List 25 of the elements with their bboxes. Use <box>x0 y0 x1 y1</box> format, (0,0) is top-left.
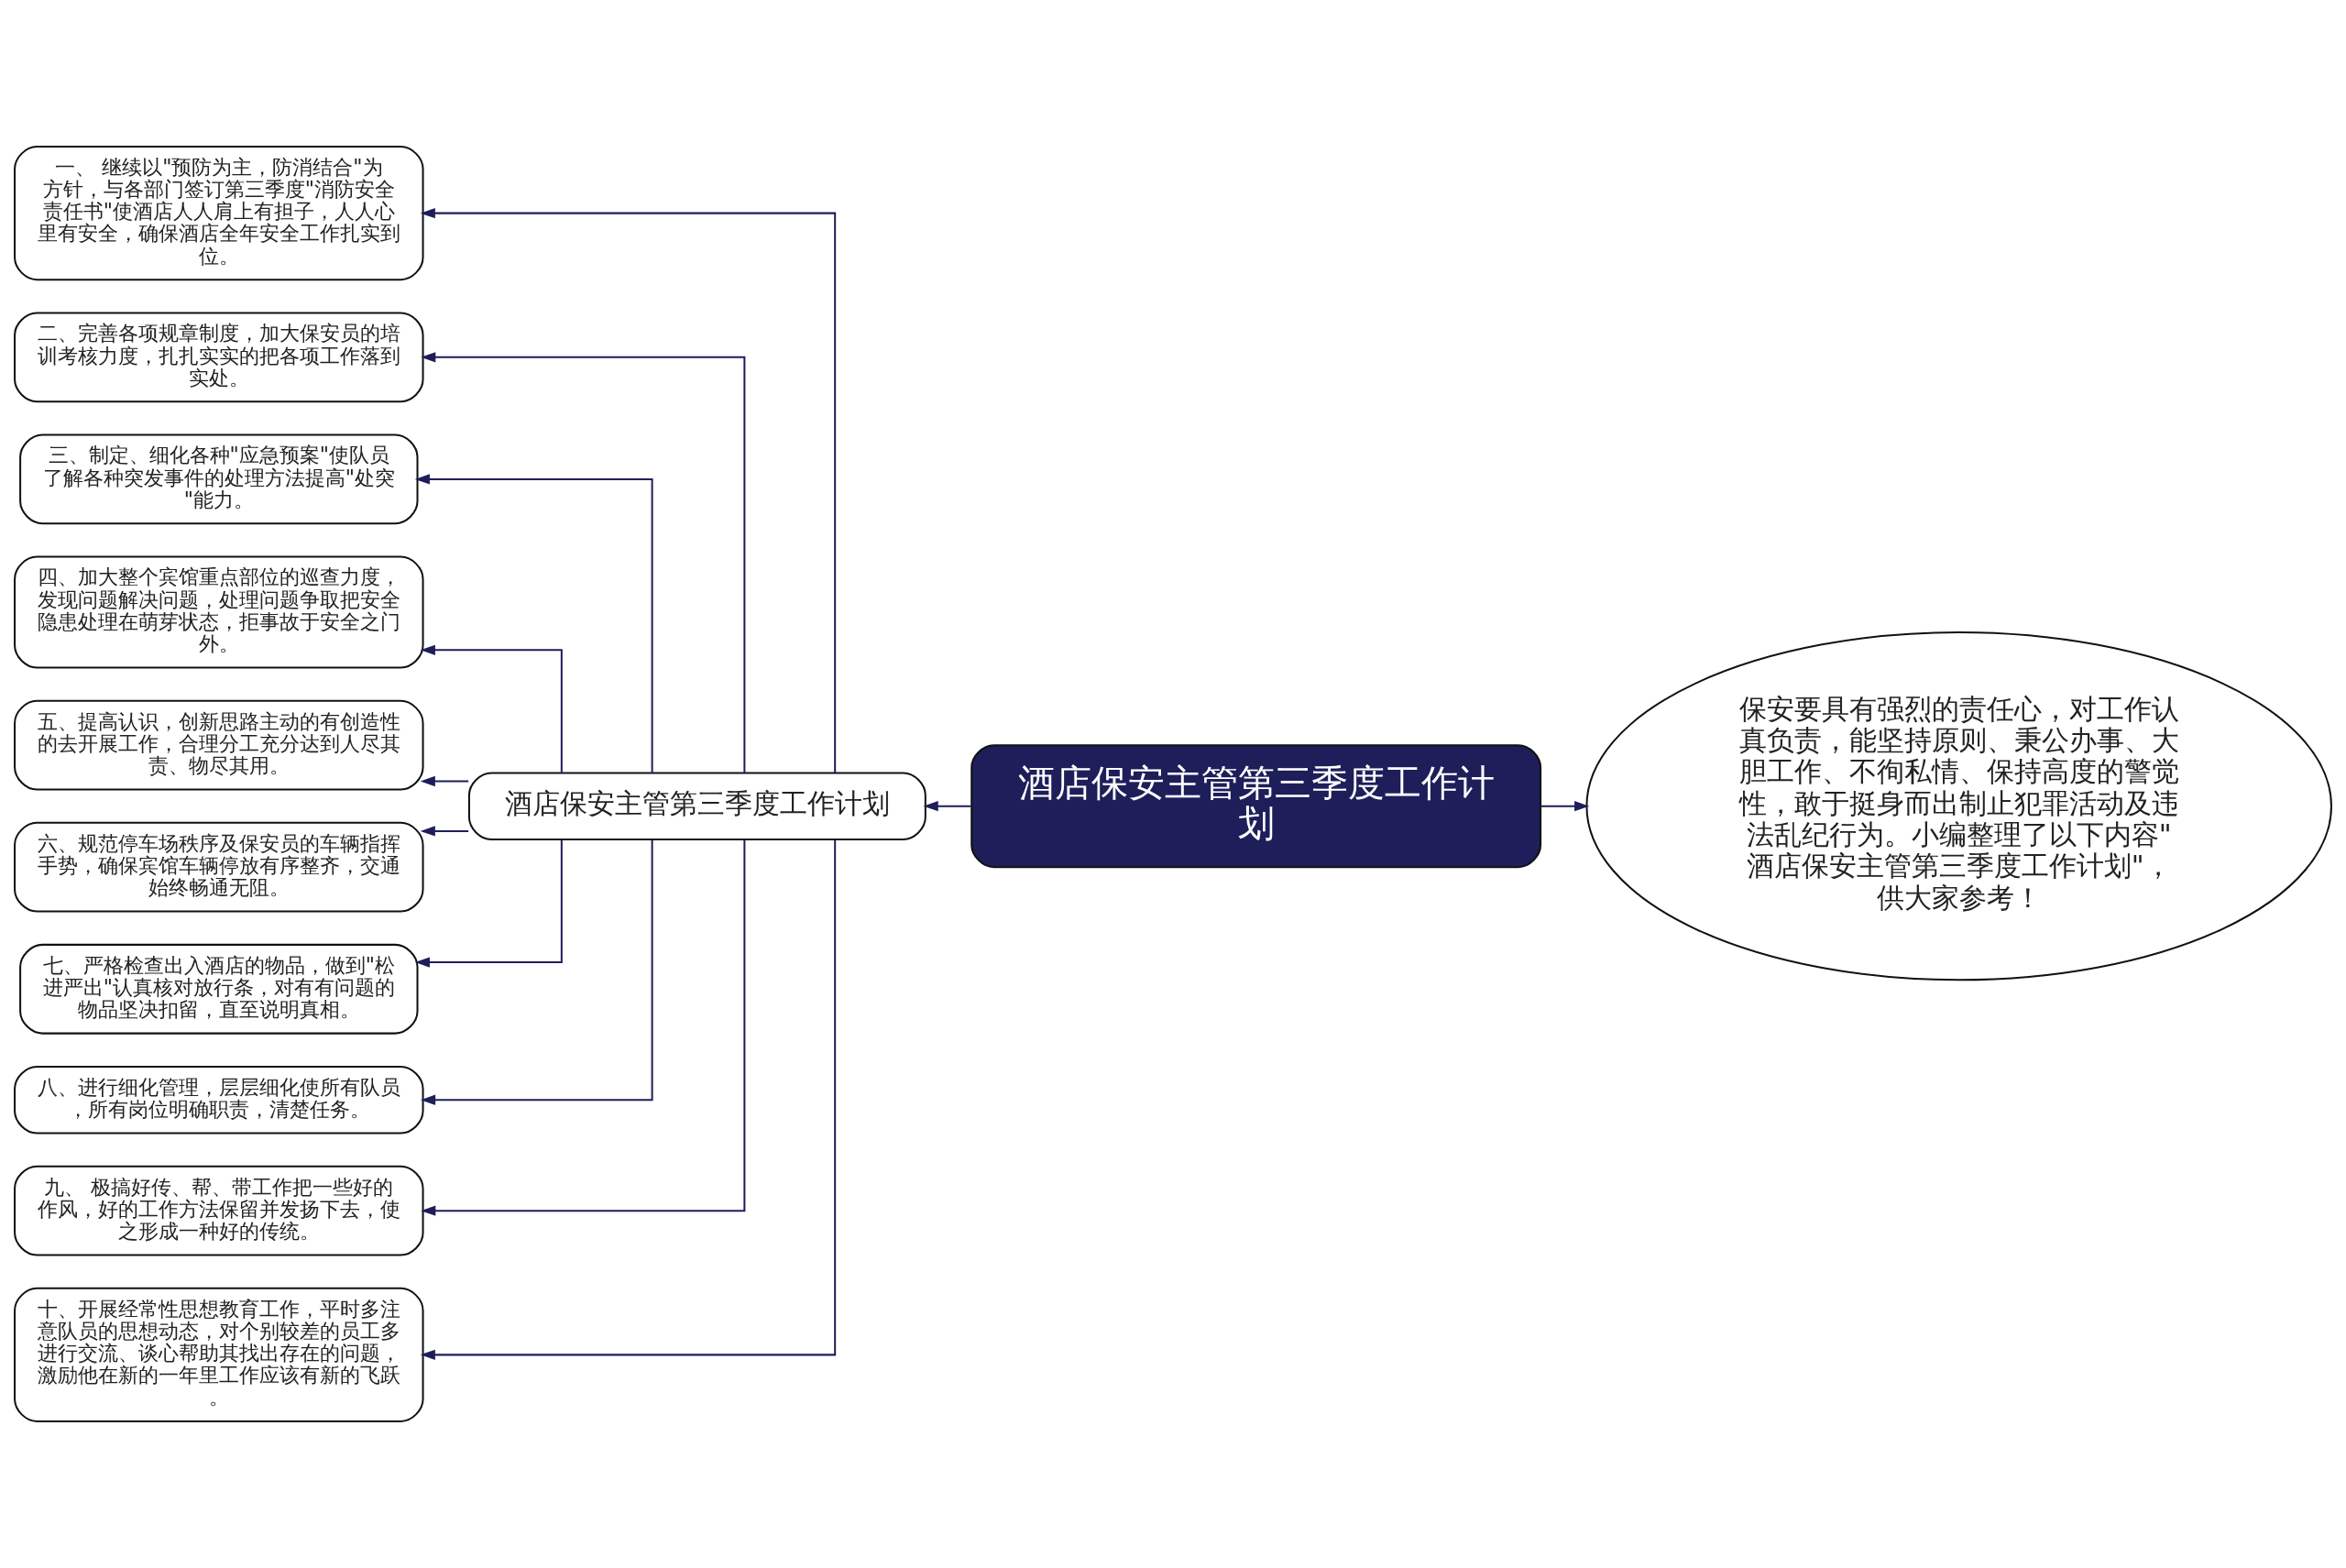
node-box: 酒店保安主管第三季度工作计划 <box>970 744 1542 869</box>
arrow <box>1540 801 1590 812</box>
arrow <box>421 839 746 1216</box>
arrow <box>414 474 653 773</box>
node-box: 四、加大整个宾馆重点部位的巡查力度，发现问题解决问题，处理问题争取把安全隐患处理在萌芽状态，拒事故于安全之门外。 <box>14 555 424 669</box>
node-box: 十、开展经常性思想教育工作，平时多注意队员的思想动态，对个别较差的员工多进行交流、谈心帮助其找出存在的问题，激励他在新的一年里工作应该有新的飞跃。 <box>14 1287 424 1422</box>
node-box: 一、 继续以"预防为主，防消结合"为方针，与各部门签订第三季度"消防安全责任书"使酒店人人肩上有担子，人人心里有安全，确保酒店全年安全工作扎实到位。 <box>14 146 424 281</box>
node-box: 九、 极搞好传、帮、带工作把一些好的作风，好的工作方法保留并发扬下去，使之形成一种好的传统。 <box>14 1165 424 1256</box>
node-box: 八、进行细化管理，层层细化使所有队员，所有岗位明确职责，清楚任务。 <box>14 1065 424 1135</box>
arrow <box>414 839 563 968</box>
arrow <box>421 352 746 773</box>
arrow <box>420 207 837 773</box>
node-box: 二、完善各项规章制度，加大保安员的培训考核力度，扎扎实实的把各项工作落到实处。 <box>14 312 424 403</box>
node-box: 酒店保安主管第三季度工作计划 <box>467 772 926 840</box>
arrow <box>420 644 563 773</box>
arrow <box>420 839 837 1361</box>
node-box: 六、规范停车场秩序及保安员的车辆指挥手势，确保宾馆车辆停放有序整齐，交通始终畅通无阻。 <box>14 821 424 913</box>
node-box: 七、严格检查出入酒店的物品，做到"松进严出"认真核对放行条，对有有问题的物品坚决扣留，直至说明真相。 <box>19 943 419 1035</box>
node-ellipse: 保安要具有强烈的责任心，对工作认真负责，能坚持原则、秉公办事、大胆工作、不徇私情、保持高度的警觉性，敢于挺身而出制止犯罪活动及违法乱纪行为。小编整理了以下内容"酒店保安主管第三季度工作计划"，供大家参考！ <box>1585 631 2332 981</box>
arrow <box>923 801 971 812</box>
node-box: 三、制定、细化各种"应急预案"使队员了解各种突发事件的处理方法提高"处突"能力。 <box>19 433 419 525</box>
arrow <box>421 839 653 1105</box>
arrow <box>420 826 469 837</box>
arrow <box>420 775 469 787</box>
node-box: 五、提高认识，创新思路主动的有创造性的去开展工作，合理分工充分达到人尽其责、物尽其用。 <box>14 699 424 791</box>
